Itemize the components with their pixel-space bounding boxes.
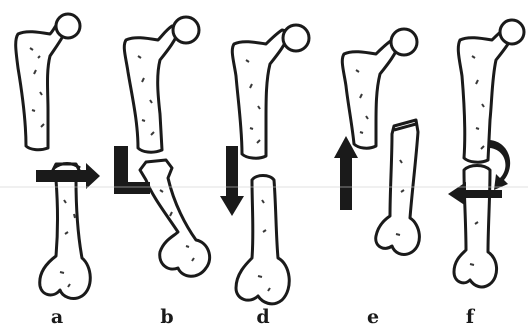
proximal-femur-a	[16, 14, 80, 150]
arrow-down-icon	[220, 146, 244, 216]
distal-femur-b	[140, 160, 210, 276]
distal-femur-f	[454, 166, 497, 287]
panel-label-b: b	[152, 306, 182, 328]
panel-label-f: f	[455, 306, 485, 328]
panel-f	[448, 20, 524, 287]
panel-label-e: e	[358, 306, 388, 328]
distal-femur-d	[236, 176, 289, 304]
panel-e	[334, 29, 419, 254]
proximal-femur-d	[232, 25, 309, 158]
panel-b	[114, 17, 210, 276]
proximal-femur-b	[124, 17, 199, 152]
panel-d	[220, 25, 309, 304]
distal-femur-a	[40, 164, 91, 299]
panel-a	[16, 14, 100, 298]
panel-label-a: a	[42, 306, 72, 328]
panel-label-d: d	[248, 306, 278, 328]
arrow-up-icon	[334, 136, 358, 210]
